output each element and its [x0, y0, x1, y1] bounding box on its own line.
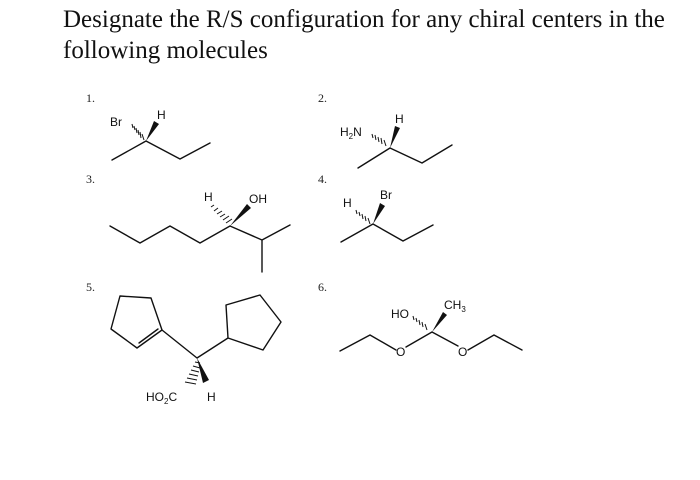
bromine-label: Br: [380, 188, 392, 202]
hashed-bond: [412, 315, 428, 331]
carbon-chain: [161, 329, 229, 359]
problem-number-5: 5.: [86, 280, 95, 294]
hydrogen-label: H: [204, 190, 213, 204]
wedge-bond: [197, 358, 209, 383]
wedge-bond: [146, 121, 159, 141]
molecule-6: 6. HO CH3 O O: [318, 280, 523, 359]
problem-number-6: 6.: [318, 280, 327, 294]
ring-double-bond: [138, 328, 159, 344]
ether-oxygen-right: O: [458, 345, 467, 359]
molecule-2: 2. H2N H: [318, 91, 453, 169]
molecule-3: 3. H OH: [86, 172, 291, 273]
wedge-bond: [432, 312, 447, 332]
hashed-bond: [371, 133, 387, 147]
molecule-5: 5. HO2C H: [86, 280, 282, 406]
problem-number-1: 1.: [86, 91, 95, 105]
hashed-bond: [355, 209, 371, 225]
cyclopentane-ring: [225, 294, 282, 351]
hydroxyl-label: HO: [391, 307, 409, 321]
ether-oxygen-left: O: [396, 345, 405, 359]
carboxyl-label: HO2C: [146, 390, 177, 406]
wedge-bond: [390, 126, 400, 148]
hashed-bond: [131, 123, 145, 141]
molecule-1: 1. Br H: [86, 91, 211, 161]
hashed-bond: [210, 204, 233, 224]
methyl-label: CH3: [444, 298, 466, 314]
hydrogen-label: H: [395, 112, 404, 126]
problem-number-4: 4.: [318, 172, 327, 186]
wedge-bond: [373, 203, 385, 224]
question-text: Designate the R/S configuration for any …: [63, 6, 665, 64]
wedge-bond: [230, 204, 251, 226]
carbon-chain: [109, 224, 291, 273]
carbon-chain: [339, 331, 523, 352]
hydrogen-label: H: [157, 108, 166, 122]
cyclopentene-ring: [110, 295, 163, 349]
hashed-bond: [184, 361, 201, 385]
problem-number-2: 2.: [318, 91, 327, 105]
hydrogen-label: H: [343, 196, 352, 210]
hydrogen-label: H: [207, 390, 216, 404]
carbon-chain: [340, 223, 434, 243]
carbon-chain: [111, 140, 211, 161]
problem-number-3: 3.: [86, 172, 95, 186]
bromine-label: Br: [110, 115, 122, 129]
carbon-chain: [357, 144, 453, 169]
hydroxyl-label: OH: [249, 192, 267, 206]
molecule-4: 4. H Br: [318, 172, 434, 243]
amino-label: H2N: [340, 125, 362, 141]
